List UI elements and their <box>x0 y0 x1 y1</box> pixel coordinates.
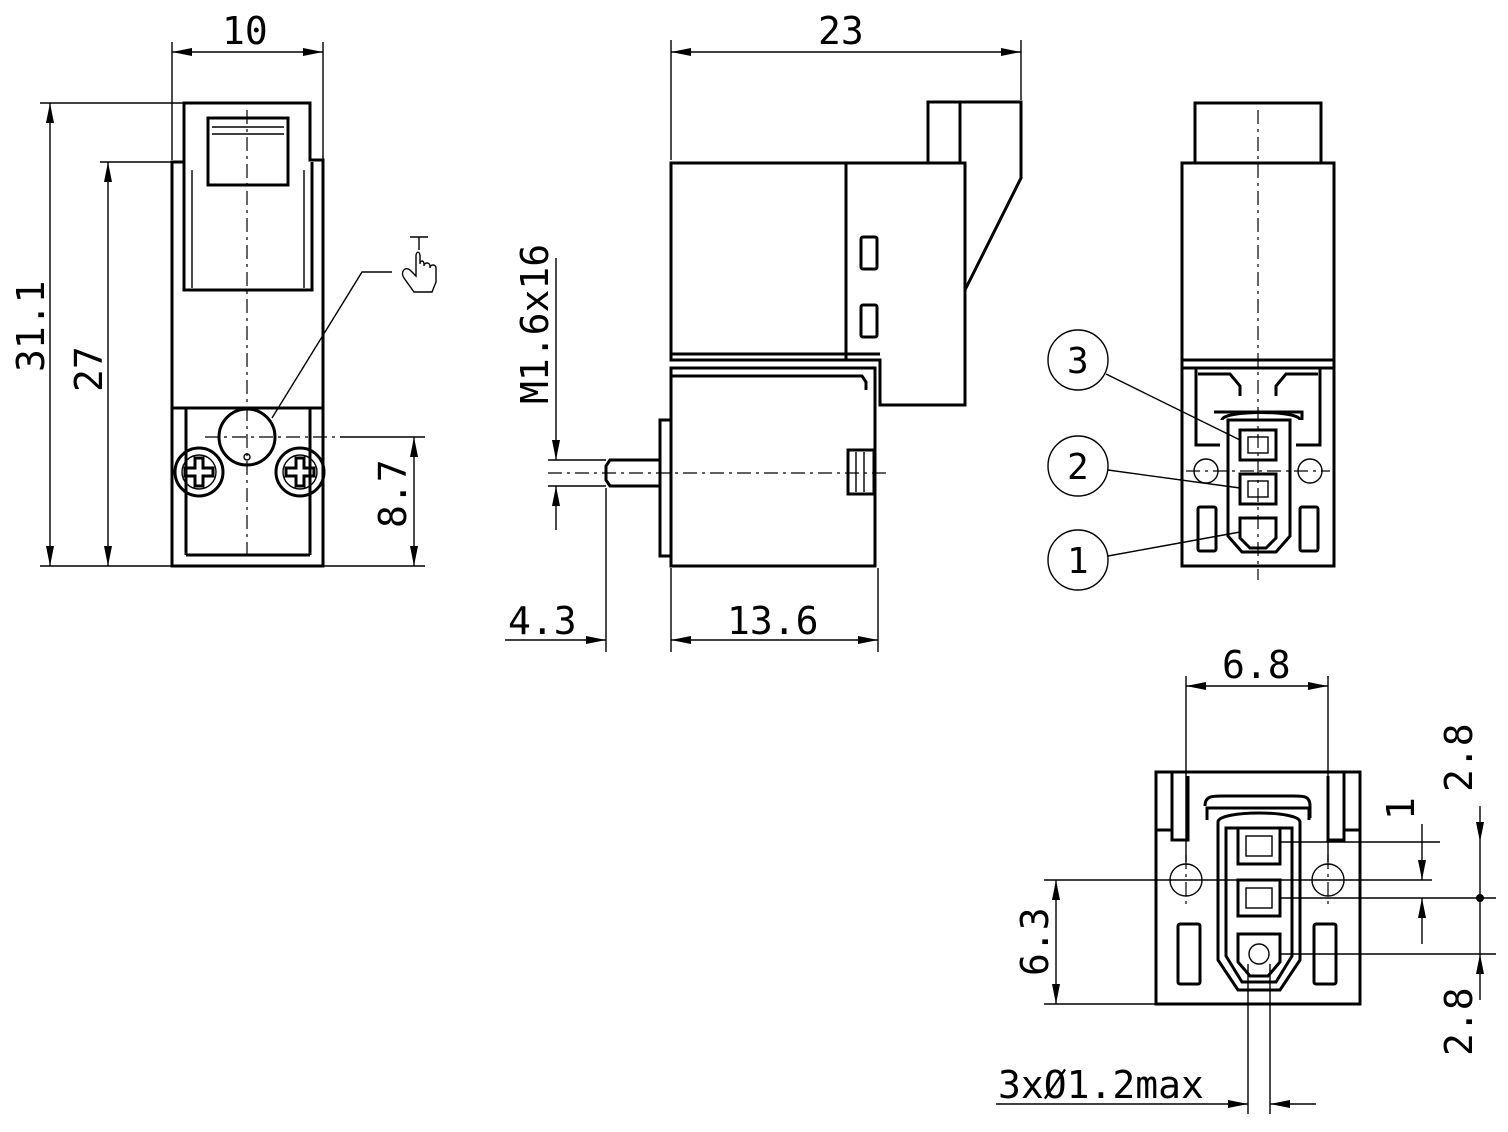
dim-label-13-6: 13.6 <box>727 599 819 643</box>
detail-pin-housing <box>1216 811 1302 992</box>
side-coil-outline <box>669 161 967 407</box>
callout-pin-2: 2 <box>1047 435 1241 497</box>
end-pin-3 <box>1238 428 1278 462</box>
end-view <box>1180 101 1336 580</box>
dim-height-6-3: 6.3 <box>1013 880 1060 1004</box>
callout-label-2: 2 <box>1067 447 1089 488</box>
front-view <box>170 101 437 568</box>
dim-label-m1-6x16: M1.6x16 <box>513 244 557 404</box>
dim-label-27: 27 <box>67 346 111 392</box>
dim-label-4-3: 4.3 <box>508 599 577 643</box>
dim-height-8-7: 8.7 <box>323 436 425 567</box>
dim-width-10: 10 <box>171 9 324 160</box>
dim-spacing-1: 1 <box>1379 797 1426 944</box>
dim-label-6-8: 6.8 <box>1222 643 1291 687</box>
callout-label-1: 1 <box>1067 541 1089 582</box>
detail-pin-top <box>1236 826 1282 866</box>
end-pin-1 <box>1238 516 1278 550</box>
dim-label-2-8-top: 2.8 <box>1437 723 1481 792</box>
dim-label-10: 10 <box>222 9 268 53</box>
dim-thread-m1-6x16: M1.6x16 <box>513 244 606 530</box>
dim-label-6-3: 6.3 <box>1013 907 1057 976</box>
detail-reference-lines <box>1044 841 1496 1005</box>
dim-height-27: 27 <box>67 161 172 566</box>
detail-outline <box>1154 770 1362 1006</box>
front-screw-left <box>173 446 225 498</box>
dim-height-31-1: 31.1 <box>9 102 184 567</box>
detail-pin-middle <box>1236 878 1282 918</box>
dim-label-2-8-bottom: 2.8 <box>1437 987 1481 1056</box>
dim-label-23: 23 <box>818 9 864 53</box>
front-screw-right <box>274 446 326 498</box>
dim-length-4-3-13-6: 4.3 13.6 <box>505 488 879 652</box>
end-coil-outline <box>1180 161 1336 568</box>
callout-pin-3: 3 <box>1047 329 1241 441</box>
end-pin-housing <box>1226 418 1292 554</box>
front-connector-cap <box>206 116 290 187</box>
dim-pitch-6-8: 6.8 <box>1185 643 1329 862</box>
hand-pointer-icon <box>401 236 437 293</box>
dim-label-31-1: 31.1 <box>9 280 53 372</box>
dim-pin-diameter: 3xØ1.2max <box>996 964 1316 1114</box>
dim-label-pin-diameter: 3xØ1.2max <box>998 1063 1204 1107</box>
callout-label-3: 3 <box>1067 341 1089 382</box>
callout-pin-1: 1 <box>1047 529 1241 591</box>
side-view <box>548 100 1023 568</box>
dim-spacing-2-8-bottom: 2.8 <box>1437 898 1484 1056</box>
dim-length-23: 23 <box>670 9 1022 160</box>
dim-label-8-7: 8.7 <box>371 459 415 528</box>
side-connector-outline <box>926 100 1023 291</box>
detail-pin-bottom <box>1236 932 1282 978</box>
dim-spacing-2-8-top: 2.8 <box>1437 723 1484 898</box>
dim-label-1: 1 <box>1379 797 1423 820</box>
side-valve-body <box>669 366 877 568</box>
